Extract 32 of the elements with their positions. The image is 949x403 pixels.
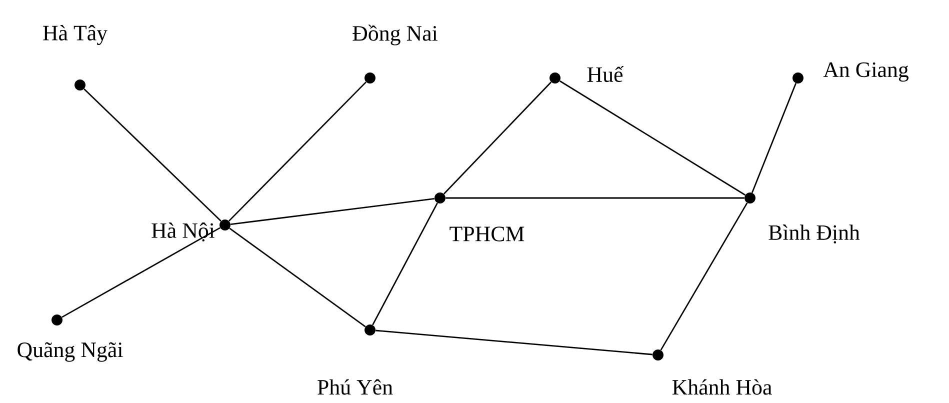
node-dot: [364, 72, 376, 84]
node-dot: [744, 192, 756, 204]
node-label: Đồng Nai: [352, 24, 438, 46]
node-dot: [52, 314, 62, 326]
node-dot: [652, 350, 664, 360]
node-dot: [74, 80, 86, 90]
node-label: Phú Yên: [318, 379, 393, 395]
node-label: Bình Định: [768, 224, 860, 244]
connector-line: [372, 202, 438, 326]
node-dot: [220, 220, 230, 230]
connector-line: [376, 330, 652, 356]
connector-line: [84, 88, 222, 222]
node-dot: [434, 192, 446, 204]
node-dot: [550, 72, 560, 84]
node-label: Huế: [587, 66, 624, 82]
connector-line: [751, 83, 797, 193]
node-label: Hà Nội: [152, 222, 215, 242]
connector-line: [443, 82, 552, 194]
connector-line: [560, 80, 746, 196]
connector-line: [62, 227, 220, 318]
node-label: TPHCM: [450, 226, 524, 242]
connector-line: [660, 202, 748, 350]
node-label: Khánh Hòa: [672, 379, 772, 395]
node-label: An Giang: [823, 62, 908, 82]
connector-line: [230, 198, 434, 225]
connector-line: [228, 82, 366, 222]
connector-line: [229, 228, 366, 328]
node-label: Quãng Ngãi: [18, 342, 123, 362]
connector-line: [446, 197, 744, 199]
node-dot: [364, 324, 376, 336]
node-label: Hà Tây: [43, 25, 108, 45]
node-dot: [792, 72, 804, 84]
